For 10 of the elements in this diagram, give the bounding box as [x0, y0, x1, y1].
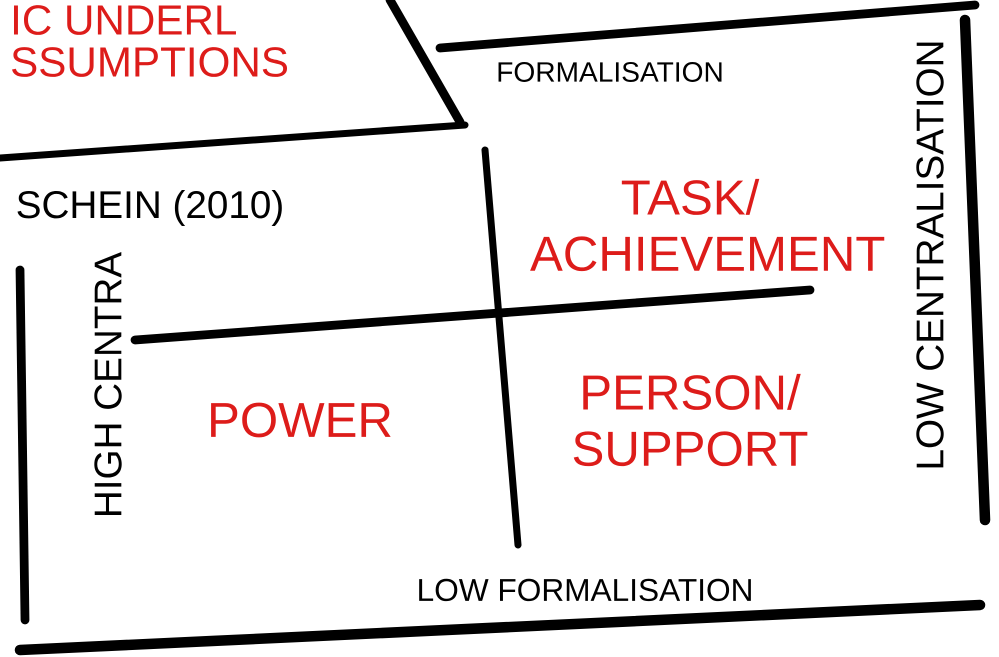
axis-label: LOW CENTRALISATION	[916, 42, 944, 468]
quadrant-label: TASK/ ACHIEVEMENT	[530, 178, 884, 272]
heading-text: IC UNDERL	[14, 5, 236, 35]
quadrant-label: POWER	[211, 402, 391, 438]
axis-label: HIGH CENTRA	[94, 252, 122, 515]
quadrant-label: PERSON/ SUPPORT	[574, 374, 808, 466]
citation-text: SCHEIN (2010)	[18, 190, 282, 226]
heading-text: SSUMPTIONS	[12, 47, 288, 77]
axis-label: LOW FORMALISATION	[419, 578, 751, 602]
axis-label: FORMALISATION	[498, 62, 722, 82]
